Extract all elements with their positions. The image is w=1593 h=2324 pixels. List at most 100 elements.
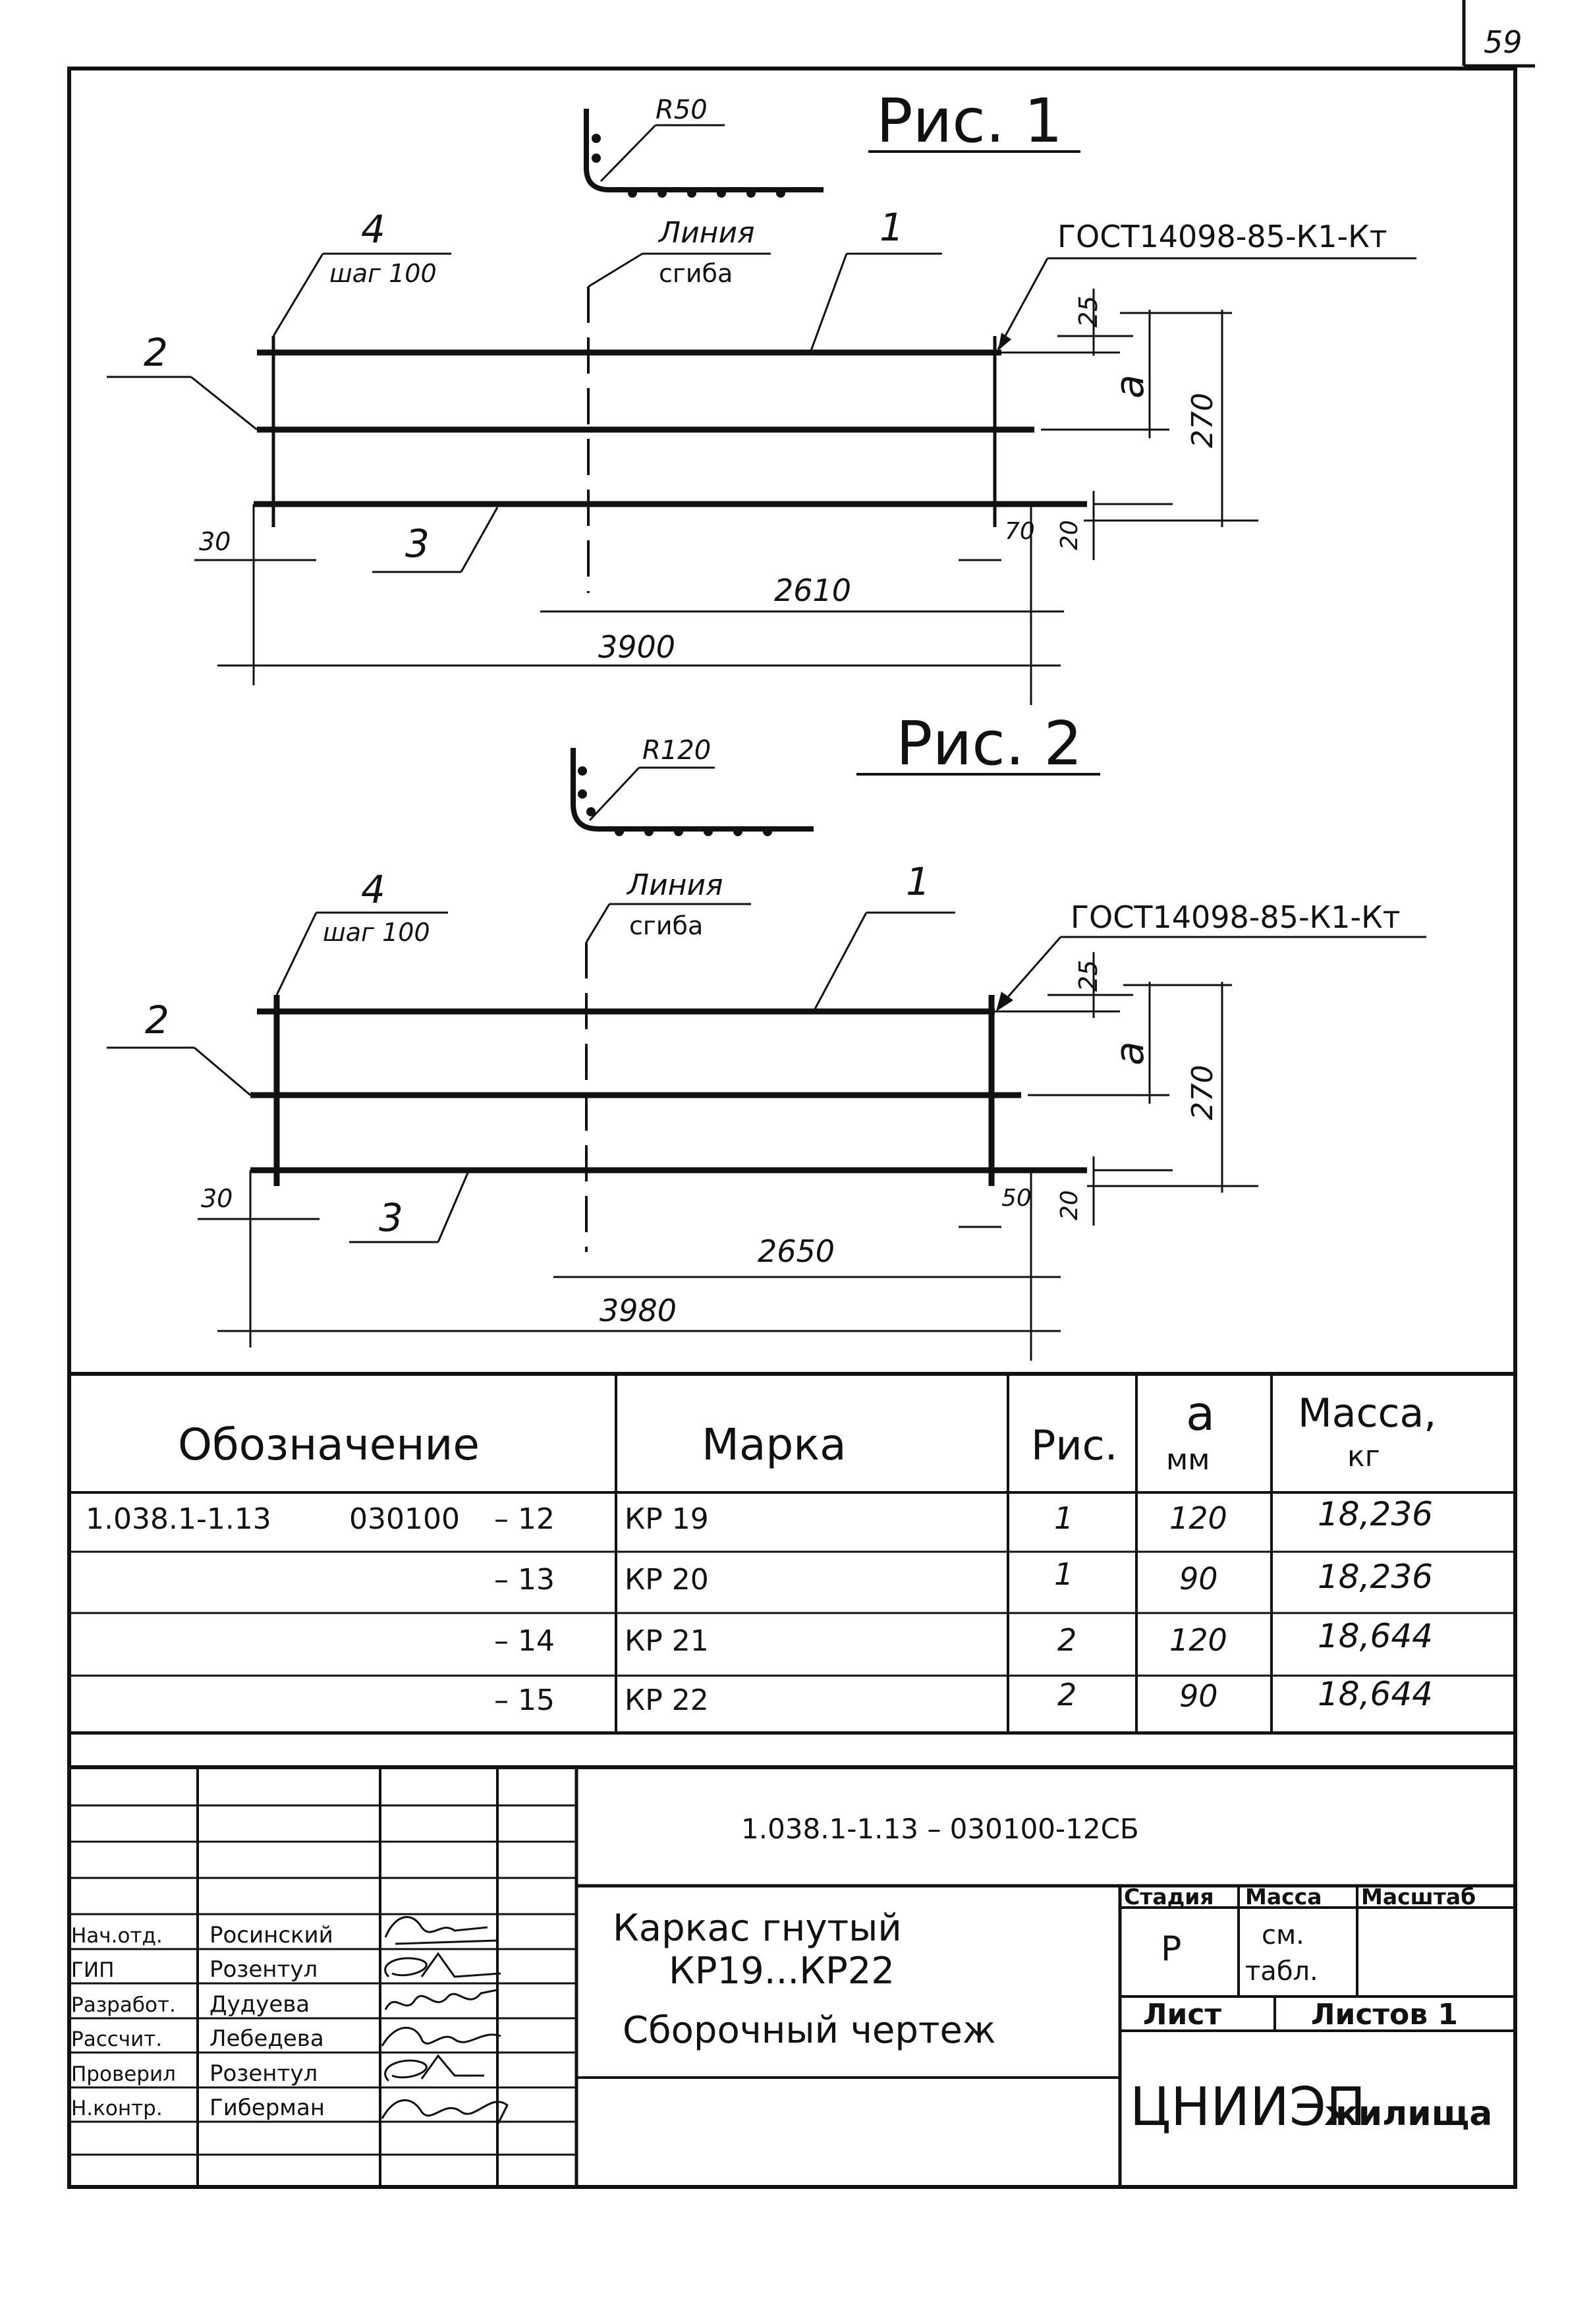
signature-5 (384, 2054, 484, 2082)
signer-role: Рассчит. (71, 2027, 162, 2051)
header-a-unit: мм (1166, 1443, 1210, 1477)
vertical-dims-1: 25 a 270 20 70 (959, 289, 1258, 561)
document-code: 1.038.1-1.13 – 030100-12СБ (741, 1813, 1139, 1845)
scale-header: Масштаб (1361, 1884, 1476, 1910)
dim-70-fig1: 70 (1005, 518, 1035, 545)
dim-2650-fig2: 2650 (758, 1233, 835, 1269)
signature-2 (384, 1952, 501, 1978)
gost-label-2: ГОСТ14098-85-К1-Кт (1071, 899, 1401, 935)
dim-30-fig2: 30 (201, 1184, 233, 1213)
dim-2610-fig1: 2610 (774, 573, 851, 608)
bend-detail-2: R120 (571, 735, 814, 836)
title-block: Нач.отд. Росинский ГИП Розентул Разработ… (69, 1765, 1515, 2187)
callout-4-text-2: шаг 100 (323, 918, 430, 947)
signer-name: Дудуева (210, 1991, 310, 2018)
dim-25-fig1: 25 (1074, 296, 1103, 327)
signer-role: ГИП (71, 1958, 114, 1982)
row4-suffix: – 15 (494, 1684, 555, 1717)
row4-a: 90 (1179, 1678, 1218, 1714)
signature-3 (384, 1989, 498, 2010)
header-designation: Обозначение (178, 1419, 480, 1470)
callout-4-number-2: 4 (361, 867, 385, 912)
signer-name: Розентул (210, 1956, 318, 1983)
header-a-symbol: a (1186, 1386, 1215, 1441)
signer-name: Розентул (210, 2060, 318, 2087)
row3-mark: КР 21 (625, 1624, 709, 1658)
signer-role: Проверил (71, 2062, 176, 2086)
figure-2-title: Рис. 2 (896, 708, 1082, 779)
page-number: 59 (1484, 24, 1523, 60)
row1-designation-base: 1.038.1-1.13 (86, 1502, 271, 1536)
callout-2-fig1: 2 (144, 330, 168, 375)
horizontal-dims-1: 30 2610 3900 (194, 504, 1064, 705)
row2-a: 90 (1179, 1561, 1218, 1597)
gost-label-1: ГОСТ14098-85-К1-Кт (1057, 219, 1387, 254)
signer-name: Лебедева (210, 2026, 324, 2052)
row2-mark: КР 20 (625, 1563, 709, 1597)
dim-30-fig1: 30 (199, 527, 231, 556)
signer-role: Н.контр. (71, 2097, 163, 2120)
vertical-dims-2: 25 a 270 20 50 (959, 952, 1258, 1228)
row4-mass: 18,644 (1318, 1675, 1433, 1713)
bend-detail-1: R50 (584, 95, 824, 198)
figure-1-title: Рис. 1 (876, 86, 1063, 156)
stage-value: Р (1161, 1929, 1181, 1969)
signer-role: Разработ. (71, 1993, 176, 2017)
bend-label-1b: сгиба (659, 259, 733, 288)
row4-fig: 2 (1057, 1677, 1076, 1713)
signature-4 (381, 2027, 501, 2047)
dim-25-fig2: 25 (1074, 960, 1103, 992)
row3-fig: 2 (1057, 1622, 1076, 1658)
row1-suffix: – 12 (494, 1502, 555, 1536)
dim-50-fig2: 50 (1001, 1185, 1032, 1212)
signers: Нач.отд. Росинский ГИП Розентул Разработ… (71, 1922, 333, 2121)
mass-value-2: табл. (1245, 1956, 1318, 1987)
row1-a: 120 (1169, 1500, 1227, 1536)
dim-a-fig2: a (1107, 1041, 1153, 1065)
bend-dots-2 (578, 766, 772, 836)
sheet-label: Лист (1143, 1998, 1221, 2031)
row2-mass: 18,236 (1318, 1558, 1433, 1596)
signature-1 (384, 1915, 498, 1945)
page-number-corner: 59 (1462, 0, 1535, 68)
bend-radius-2: R120 (642, 735, 711, 766)
callout-1-fig1: 1 (880, 205, 904, 250)
organization-name: ЦНИИЭП (1130, 2076, 1366, 2138)
dim-a-fig1: a (1107, 374, 1153, 399)
row3-a: 120 (1169, 1622, 1227, 1658)
bend-label-1a: Линия (657, 216, 755, 250)
bend-dots-1 (592, 134, 785, 198)
header-mass-unit: кг (1347, 1440, 1380, 1473)
dim-20-fig1: 20 (1056, 520, 1083, 550)
callout-1-fig2: 1 (906, 859, 930, 904)
sheet-frame (67, 67, 1517, 2189)
row4-mark: КР 22 (625, 1684, 709, 1717)
header-mark: Марка (702, 1419, 847, 1470)
callout-3-fig2: 3 (379, 1195, 403, 1240)
bend-label-2a: Линия (626, 868, 723, 902)
horizontal-dims-2: 30 2650 3980 (198, 1170, 1061, 1361)
row1-fig: 1 (1054, 1500, 1073, 1536)
row2-fig: 1 (1054, 1556, 1073, 1592)
dim-20-fig2: 20 (1056, 1190, 1083, 1220)
row1-mass: 18,236 (1318, 1495, 1433, 1533)
dim-270-fig2: 270 (1186, 1065, 1219, 1120)
callout-3-fig1: 3 (405, 521, 430, 566)
row2-suffix: – 13 (494, 1563, 555, 1597)
spec-table: Обозначение Марка Рис. a мм Масса, кг 1.… (69, 1372, 1515, 1735)
dim-270-fig1: 270 (1186, 393, 1219, 448)
drawing-title-1: Каркас гнутый (613, 1907, 902, 1950)
mass-header: Масса (1245, 1884, 1322, 1910)
dim-3980-fig2: 3980 (600, 1293, 677, 1328)
handwritten-signatures (381, 1915, 509, 2126)
row1-mark: КР 19 (625, 1502, 709, 1536)
callout-4-text-1: шаг 100 (329, 259, 437, 288)
figure-2: Рис. 2 R120 4 шаг 100 Линия сгиба 1 (107, 708, 1426, 1361)
mass-value-1: см. (1262, 1920, 1304, 1950)
drawing-title-3: Сборочный чертеж (623, 2009, 995, 2052)
organization-suffix: жилища (1324, 2094, 1492, 2134)
figure-1: Рис. 1 R50 4 шаг 100 Линия сгиба (107, 86, 1416, 705)
header-mass: Масса, (1298, 1390, 1436, 1436)
stage-header: Стадия (1124, 1884, 1214, 1910)
